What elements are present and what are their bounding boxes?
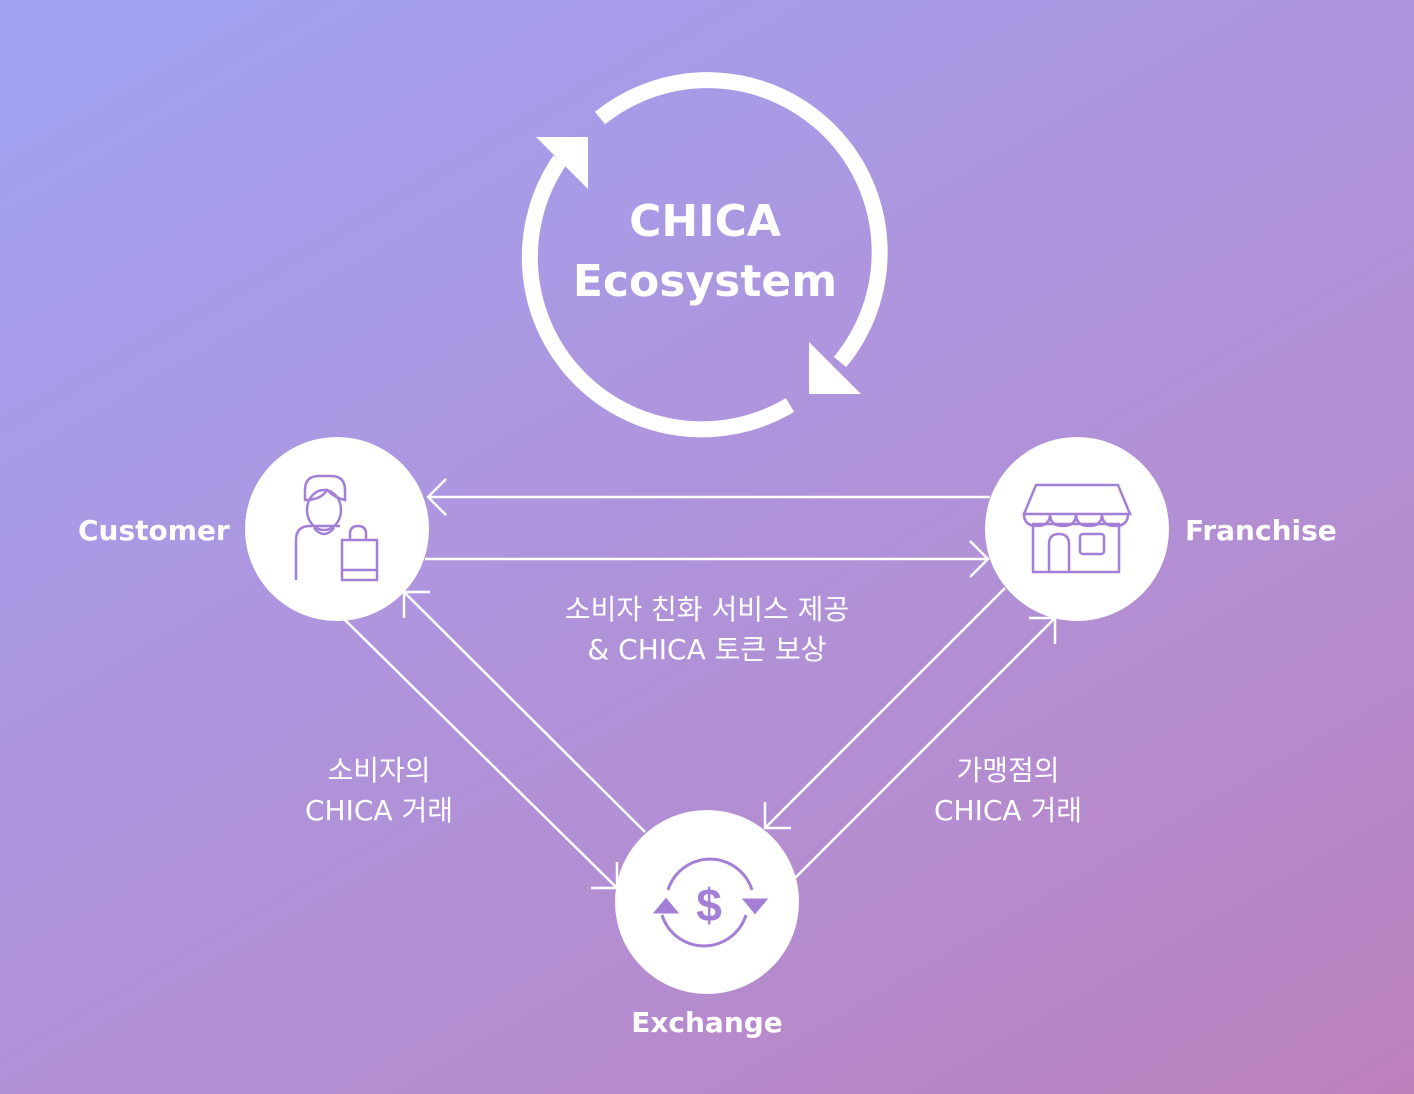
cycle-icon <box>521 72 888 438</box>
customer-trade-line-2: CHICA 거래 <box>305 794 453 827</box>
franchise-trade-line-1: 가맹점의 <box>956 754 1060 787</box>
franchise-node <box>985 437 1169 621</box>
exchange-label: Exchange <box>631 1006 783 1039</box>
diagram-title: CHICA Ecosystem <box>505 192 905 312</box>
franchise-trade-label: 가맹점의 CHICA 거래 <box>858 751 1158 831</box>
service-label-line-1: 소비자 친화 서비스 제공 <box>564 593 850 626</box>
customer-label: Customer <box>78 514 230 547</box>
franchise-trade-line-2: CHICA 거래 <box>934 794 1082 827</box>
title-line-2: Ecosystem <box>572 256 838 307</box>
customer-icon <box>294 474 379 582</box>
customer-trade-label: 소비자의 CHICA 거래 <box>229 751 529 831</box>
cycle-arrowhead-top <box>536 137 588 189</box>
arrow-franchise-to-customer <box>426 478 990 516</box>
customer-trade-line-1: 소비자의 <box>327 754 431 787</box>
svg-text:$: $ <box>696 879 722 931</box>
arrow-customer-to-franchise <box>425 540 990 578</box>
exchange-icon: $ <box>652 857 769 948</box>
franchise-label: Franchise <box>1185 514 1337 547</box>
store-icon <box>1022 483 1132 574</box>
cycle-arrowhead-bottom <box>809 342 861 394</box>
connection-arrows <box>344 478 1057 890</box>
service-label-line-2: & CHICA 토큰 보상 <box>587 633 827 666</box>
title-line-1: CHICA <box>629 196 781 247</box>
exchange-node <box>615 810 799 994</box>
arrow-franchise-to-exchange <box>763 587 1006 830</box>
customer-node <box>245 437 429 621</box>
service-label: 소비자 친화 서비스 제공 & CHICA 토큰 보상 <box>507 590 907 670</box>
